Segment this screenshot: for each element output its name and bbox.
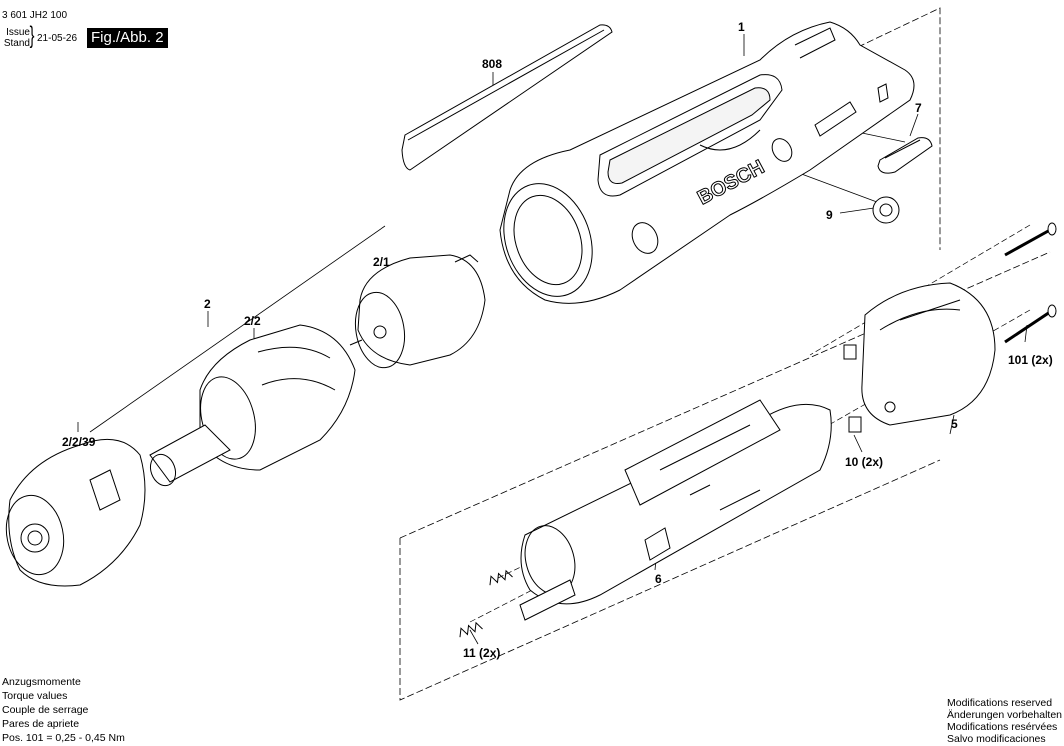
part-label-10: 10 (2x) [845,455,884,469]
torque-title-es: Pares de apriete [2,718,80,730]
part-label-2: 2 [204,297,211,311]
part-label-9: 9 [826,208,833,222]
modifications-es: Salvo modificaciones [947,733,1046,745]
part-2-2-gearbox [149,324,356,487]
part-label-2-2: 2/2 [244,314,261,328]
part-5-cover [861,282,996,426]
part-label-5: 5 [951,417,958,431]
part-11-springs [459,569,513,638]
part-101-screws [1004,222,1057,344]
torque-title-fr: Couple de serrage [2,704,89,716]
part-2-1-motor [349,254,486,369]
part-9-ring [872,196,900,224]
figure-label: Fig./Abb. 2 [87,28,168,48]
modifications-en: Modifications reserved [947,697,1053,709]
part-label-2-2-39: 2/2/39 [62,435,96,449]
part-label-808: 808 [482,57,503,71]
part-label-101: 101 (2x) [1008,353,1053,367]
part-label-11: 11 (2x) [463,646,501,660]
part-808-strip [401,24,613,171]
stand-label: Stand [3,38,30,49]
modifications-fr: Modifications resérvées [947,721,1058,733]
part-6-battery-housing [519,399,832,621]
document-number: 3 601 JH2 100 [2,10,68,21]
part-2-2-39-chuck [5,438,146,587]
brace-glyph: } [29,22,35,49]
part-7-cap [877,137,933,174]
part-10-clips [843,344,862,433]
part-label-1: 1 [738,20,745,34]
part-1-housing [499,21,915,304]
part-label-6: 6 [655,572,662,586]
part-label-7: 7 [915,101,922,115]
torque-title-de: Anzugsmomente [2,676,81,688]
issue-label: Issue [6,27,30,38]
torque-value: Pos. 101 = 0,25 - 0,45 Nm [2,732,125,744]
torque-title-en: Torque values [2,690,68,702]
modifications-de: Änderungen vorbehalten [947,709,1063,721]
issue-date: 21-05-26 [37,33,78,44]
part-label-2-1: 2/1 [373,255,390,269]
